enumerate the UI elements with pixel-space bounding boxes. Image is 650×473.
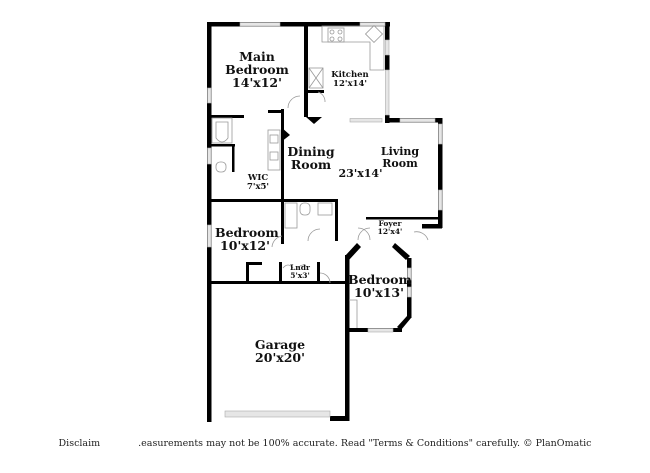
room-name: Garage	[254, 337, 306, 352]
room-label-foyer: Foyer 12'x4'	[372, 220, 408, 236]
room-label-main-bedroom: Main Bedroom 14'x12'	[222, 50, 292, 89]
room-dimensions: 14'x12'	[232, 75, 282, 91]
room-dimensions: 5'x3'	[290, 270, 310, 280]
room-name: Foyer	[378, 219, 402, 228]
fixtures	[211, 24, 429, 328]
room-label-bedroom-3: Bedroom 10'x13'	[348, 272, 412, 301]
great-room-dimensions: 23'x14'	[338, 167, 383, 180]
room-label-dining-room: Dining Room	[286, 145, 336, 171]
room-label-bedroom-2: Bedroom 10'x12'	[215, 226, 279, 254]
room-dimensions: 20'x20'	[255, 350, 305, 366]
room-name: Living	[380, 145, 420, 158]
room-name: Dining	[287, 144, 335, 159]
room-dimensions: 10'x13'	[354, 285, 404, 301]
windows	[207, 22, 443, 418]
room-label-kitchen: Kitchen 12'x14'	[328, 71, 372, 89]
room-name: Kitchen	[331, 70, 369, 80]
room-name: Main	[239, 49, 275, 64]
room-name: Bedroom	[348, 272, 412, 287]
room-dimensions: 12'x4'	[377, 226, 403, 236]
room-name: Lndr	[290, 263, 310, 272]
room-name: WIC	[247, 173, 269, 183]
room-name: Room	[382, 156, 418, 170]
room-name: Room	[290, 157, 332, 173]
room-label-living-room: Living Room	[380, 146, 420, 169]
room-label-laundry: Lndr 5'x3'	[283, 264, 317, 280]
room-label-garage: Garage 20'x20'	[250, 338, 310, 364]
room-label-wic: WIC 7'x5'	[238, 174, 278, 192]
room-dimensions: 10'x12'	[220, 238, 270, 254]
room-dimensions: 7'x5'	[246, 181, 270, 192]
room-name: Bedroom	[225, 62, 289, 78]
room-dimensions: 12'x14'	[333, 78, 367, 89]
disclaimer-text: Disclaim.easurements may not be 100% acc…	[58, 438, 592, 449]
room-name: Bedroom	[215, 225, 279, 240]
